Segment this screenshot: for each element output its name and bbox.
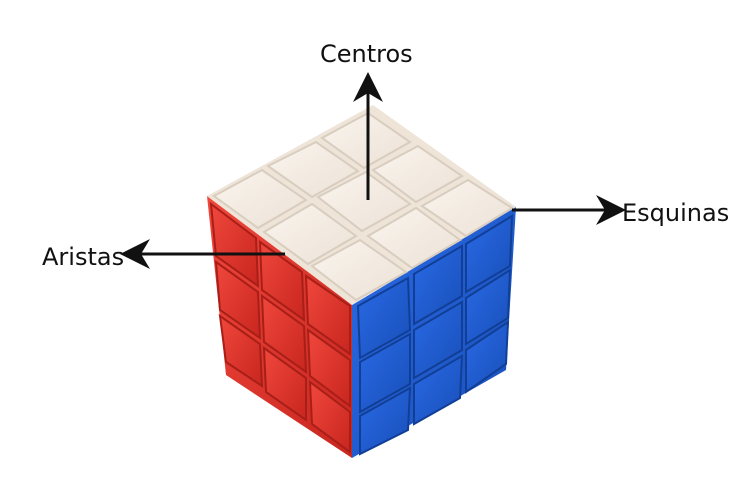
- top-face-stickers: [212, 111, 514, 302]
- left-sticker: [214, 259, 262, 340]
- top-sticker: [266, 140, 360, 199]
- top-sticker: [316, 170, 412, 233]
- front-sticker: [465, 214, 514, 294]
- front-sticker: [413, 354, 464, 426]
- left-sticker: [304, 274, 351, 356]
- top-sticker: [310, 238, 408, 302]
- front-sticker: [359, 332, 411, 414]
- centers-label: Centros: [320, 40, 413, 68]
- left-sticker: [262, 345, 307, 422]
- front-sticker: [413, 300, 463, 380]
- cube: [207, 105, 516, 458]
- front-sticker: [356, 276, 412, 360]
- front-sticker: [465, 320, 510, 394]
- corners-label: Esquinas: [622, 199, 730, 227]
- front-face-stickers: [356, 214, 514, 456]
- edges-label: Aristas: [42, 243, 125, 271]
- left-sticker: [209, 201, 260, 289]
- top-sticker: [366, 206, 462, 270]
- front-sticker: [359, 386, 412, 456]
- top-sticker: [371, 144, 464, 204]
- left-sticker: [218, 313, 264, 388]
- left-sticker: [258, 239, 306, 323]
- front-sticker: [465, 268, 512, 346]
- top-sticker: [262, 202, 358, 266]
- top-sticker: [420, 178, 514, 238]
- top-sticker: [212, 168, 308, 230]
- left-sticker: [260, 293, 308, 375]
- top-sticker: [320, 111, 412, 170]
- left-sticker: [306, 327, 351, 408]
- left-sticker: [308, 379, 351, 454]
- front-sticker: [413, 244, 463, 326]
- left-face-stickers: [209, 201, 351, 454]
